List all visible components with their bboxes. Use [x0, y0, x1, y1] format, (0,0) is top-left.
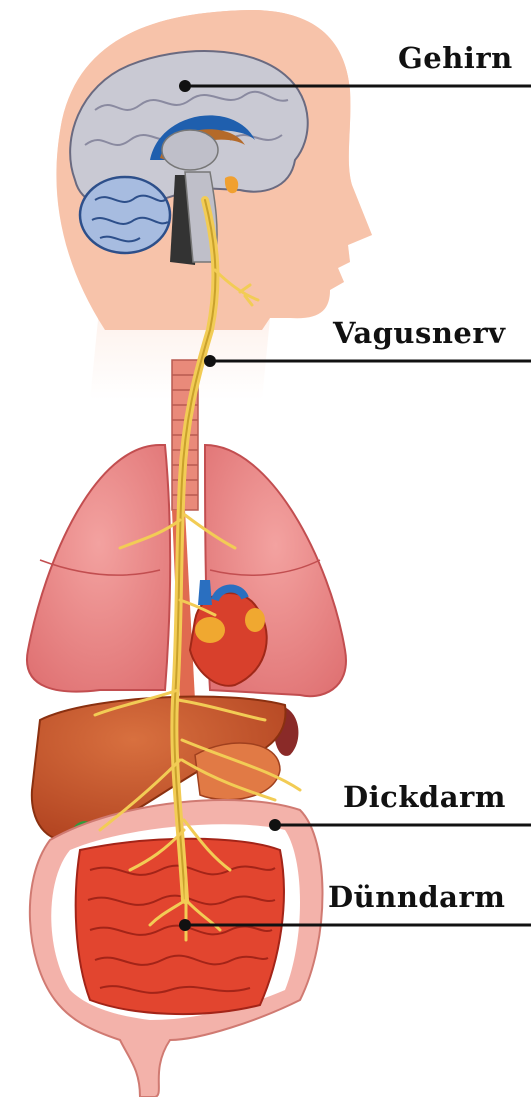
- label-small-intestine: Dünndarm: [328, 880, 505, 914]
- label-colon: Dickdarm: [343, 780, 506, 814]
- marker-brain: [179, 80, 191, 92]
- label-brain: Gehirn: [398, 41, 513, 75]
- marker-vagus: [204, 355, 216, 367]
- marker-colon: [269, 819, 281, 831]
- cerebellum: [80, 177, 170, 253]
- label-vagus-nerve: Vagusnerv: [333, 316, 505, 350]
- marker-small-intestine: [179, 919, 191, 931]
